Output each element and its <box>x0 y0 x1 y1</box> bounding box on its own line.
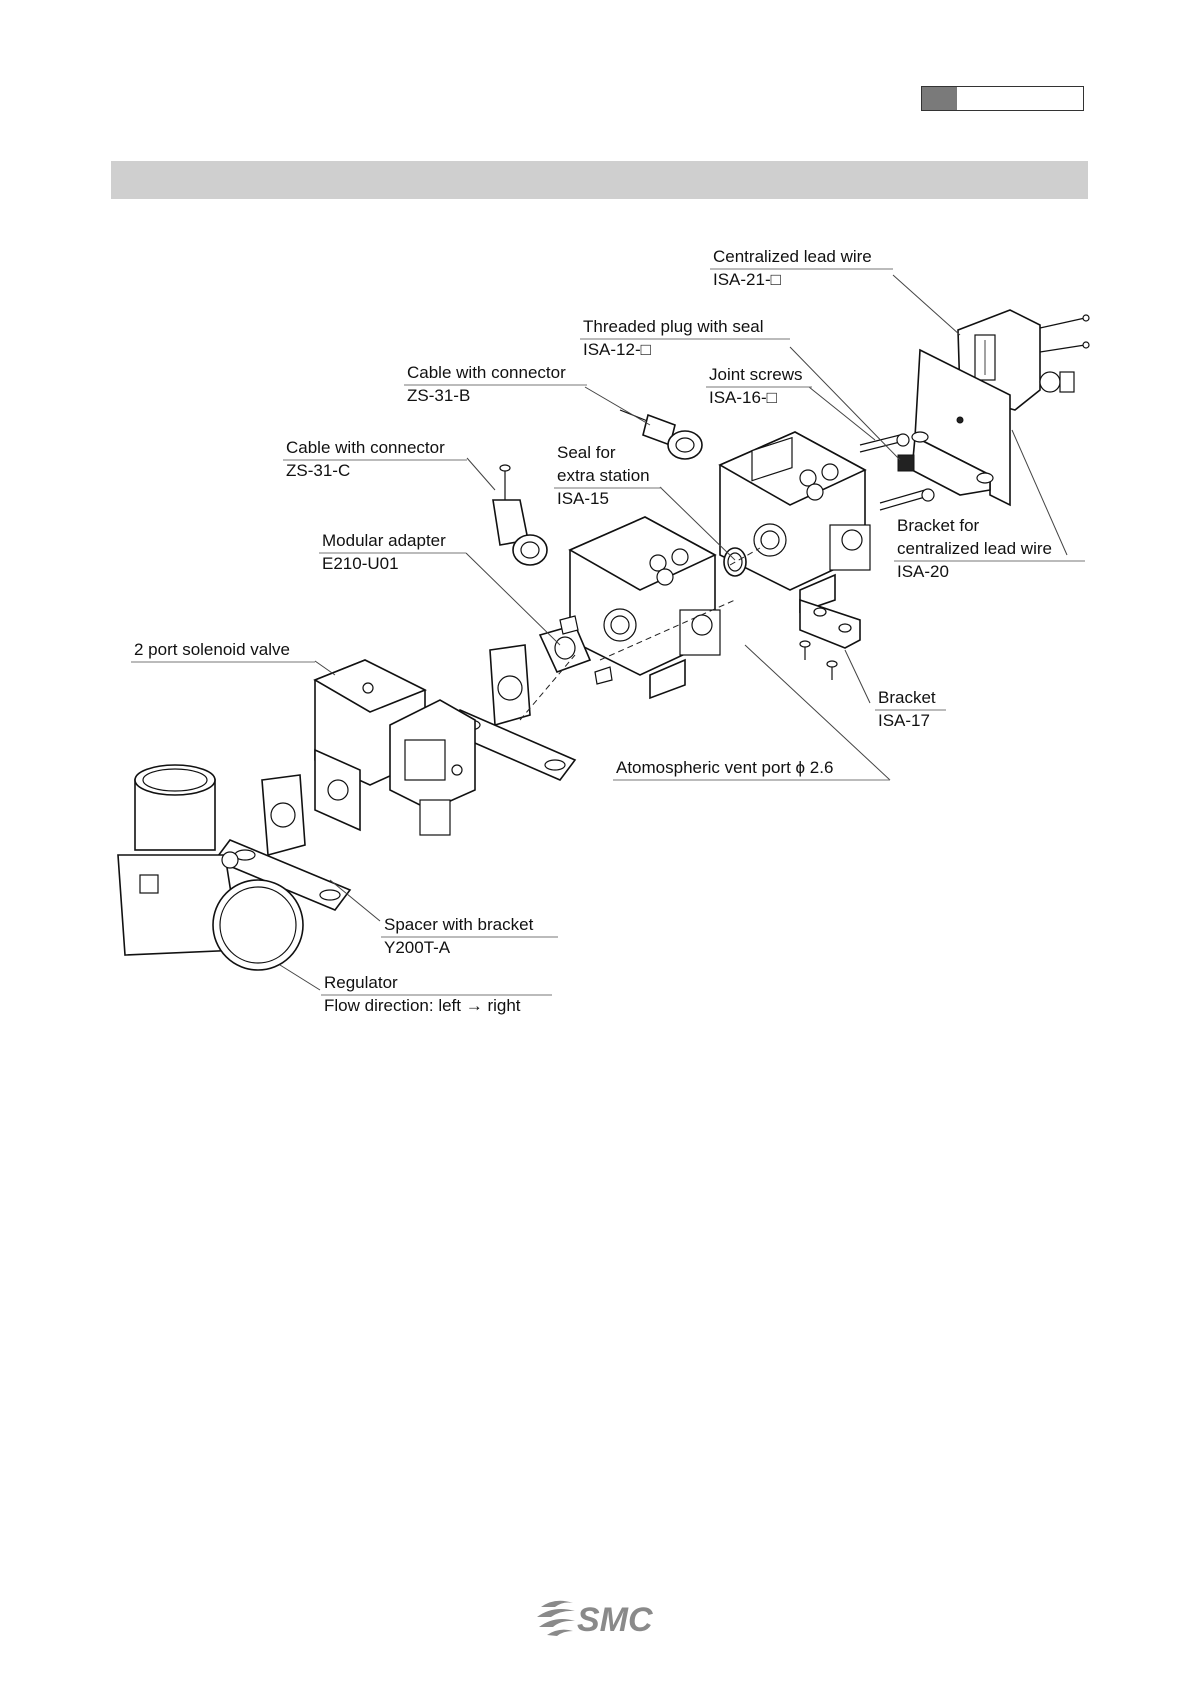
callout-centralized-lead-wire: Centralized lead wire ISA-21-□ <box>710 247 893 289</box>
threaded-plug-part-no: ISA-12-□ <box>583 340 651 359</box>
callout-seal: Seal for extra station ISA-15 <box>554 443 662 508</box>
spacer-part-no: Y200T-A <box>384 938 451 957</box>
callout-bracket: Bracket ISA-17 <box>875 688 946 730</box>
callout-solenoid-valve: 2 port solenoid valve <box>131 640 315 663</box>
cable-c-part-no: ZS-31-C <box>286 461 350 480</box>
assembly-axis-lines <box>519 547 761 721</box>
vent-port-label: Atomospheric vent port ϕ 2.6 <box>616 758 833 777</box>
callout-modular-adapter: Modular adapter E210-U01 <box>319 531 466 573</box>
regulator-flow-direction: Flow direction: left → right <box>324 996 521 1015</box>
cable-c-name: Cable with connector <box>286 438 445 457</box>
callout-threaded-plug: Threaded plug with seal ISA-12-□ <box>580 317 790 359</box>
callout-cable-c: Cable with connector ZS-31-C <box>283 438 467 480</box>
leader-lines <box>279 274 1068 991</box>
seal-name-line1: Seal for <box>557 443 616 462</box>
bracket-lead-wire-name-line1: Bracket for <box>897 516 980 535</box>
joint-screws-part-no: ISA-16-□ <box>709 388 777 407</box>
bracket-name: Bracket <box>878 688 936 707</box>
sensor-body-right <box>718 431 871 614</box>
callout-spacer: Spacer with bracket Y200T-A <box>381 915 558 957</box>
callout-regulator: Regulator Flow direction: left → right <box>321 973 552 1015</box>
bracket-lead-wire-name-line2: centralized lead wire <box>897 539 1052 558</box>
joint-screws-name: Joint screws <box>709 365 803 384</box>
bracket-part-no: ISA-17 <box>878 711 930 730</box>
smc-logo-text: SMC <box>577 1601 653 1639</box>
modular-adapter-part-no: E210-U01 <box>322 554 399 573</box>
modular-adapter-name: Modular adapter <box>322 531 446 550</box>
sensor-body-left <box>568 516 721 700</box>
callout-cable-b: Cable with connector ZS-31-B <box>404 363 587 405</box>
cable-b-name: Cable with connector <box>407 363 566 382</box>
spacer-name: Spacer with bracket <box>384 915 534 934</box>
seal-part-no: ISA-15 <box>557 489 609 508</box>
spacer-lower-part <box>213 774 352 911</box>
solenoid-valve-part <box>313 659 476 836</box>
regulator-name: Regulator <box>324 973 398 992</box>
bracket-part <box>799 598 861 680</box>
cable-c-part <box>492 464 548 566</box>
threaded-plug-name: Threaded plug with seal <box>583 317 764 336</box>
seal-name-line2: extra station <box>557 466 650 485</box>
callout-vent-port: Atomospheric vent port ϕ 2.6 <box>613 758 890 781</box>
centralized-lead-wire-part-no: ISA-21-□ <box>713 270 781 289</box>
cable-b-part-no: ZS-31-B <box>407 386 470 405</box>
centralized-lead-wire-name: Centralized lead wire <box>713 247 872 266</box>
section-header-bar <box>111 161 1088 199</box>
smc-logo: SMC <box>537 1600 653 1639</box>
regulator-part <box>117 764 304 971</box>
centralized-lead-wire-part <box>957 309 1090 411</box>
joint-screws-part <box>859 433 935 511</box>
bracket-lead-wire-part-no: ISA-20 <box>897 562 949 581</box>
solenoid-valve-name: 2 port solenoid valve <box>134 640 290 659</box>
modular-adapter-part <box>538 615 613 685</box>
bracket-lead-wire-part <box>911 348 1011 507</box>
page-tag-box <box>921 86 1084 111</box>
callout-joint-screws: Joint screws ISA-16-□ <box>706 365 812 407</box>
callout-bracket-lead-wire: Bracket for centralized lead wire ISA-20 <box>894 516 1085 581</box>
threaded-plug-part <box>897 454 915 472</box>
page-tag-fill <box>922 87 957 110</box>
cable-b-part <box>619 409 703 460</box>
